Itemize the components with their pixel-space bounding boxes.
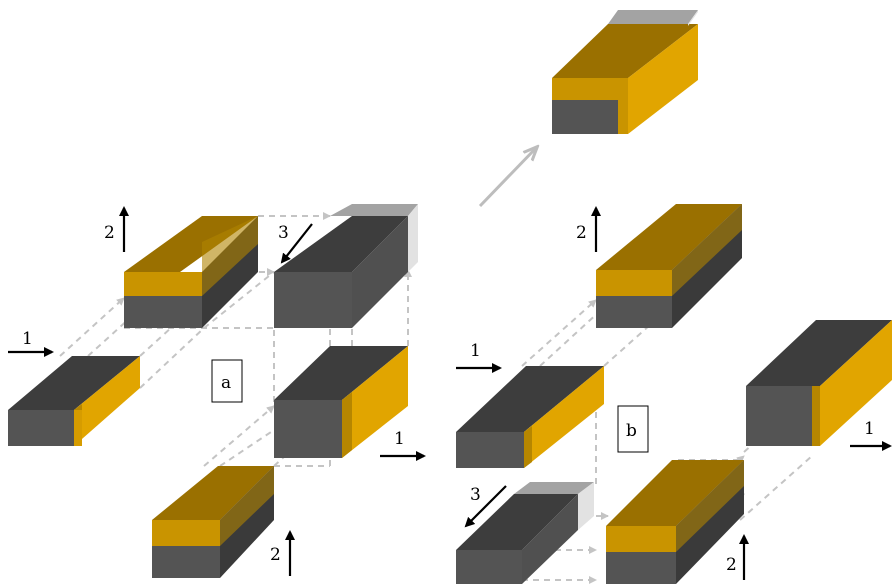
- block-a3: [274, 204, 418, 328]
- label-2-a-bottom: 2: [270, 545, 281, 565]
- block-b3: [456, 482, 594, 584]
- panel-label-a: a: [221, 373, 231, 393]
- block-a5: [152, 466, 274, 578]
- transition-arrow: [478, 148, 536, 208]
- label-2-a-top: 2: [104, 223, 115, 243]
- arrow-3-a: [280, 223, 313, 264]
- result-block: [552, 10, 698, 134]
- panel-a: 1 2 3 1 2 a: [8, 204, 426, 578]
- block-a2: [8, 356, 140, 446]
- label-1-a-left: 1: [22, 329, 33, 349]
- block-b4: [606, 460, 744, 584]
- label-1-b-left: 1: [470, 341, 481, 361]
- block-b1: [596, 204, 742, 328]
- block-b2: [456, 366, 604, 468]
- arrows-b: [456, 206, 892, 580]
- panel-label-box-b: [617, 405, 649, 453]
- label-1-a-right: 1: [394, 429, 405, 449]
- block-a1: [124, 216, 258, 328]
- block-a4: [274, 346, 408, 458]
- panel-label-b: b: [626, 421, 637, 441]
- arrow-3-b: [464, 485, 507, 528]
- block-b5: [746, 320, 892, 446]
- label-1-b-right: 1: [864, 419, 875, 439]
- label-2-b-top: 2: [576, 223, 587, 243]
- arrows-a: [8, 206, 426, 576]
- panel-b: 1 2 3 2 1 b: [456, 204, 892, 584]
- label-2-b-bottom: 2: [726, 555, 737, 575]
- label-3-b: 3: [470, 485, 481, 505]
- panel-label-box-a: [211, 359, 243, 403]
- label-3-a: 3: [278, 223, 289, 243]
